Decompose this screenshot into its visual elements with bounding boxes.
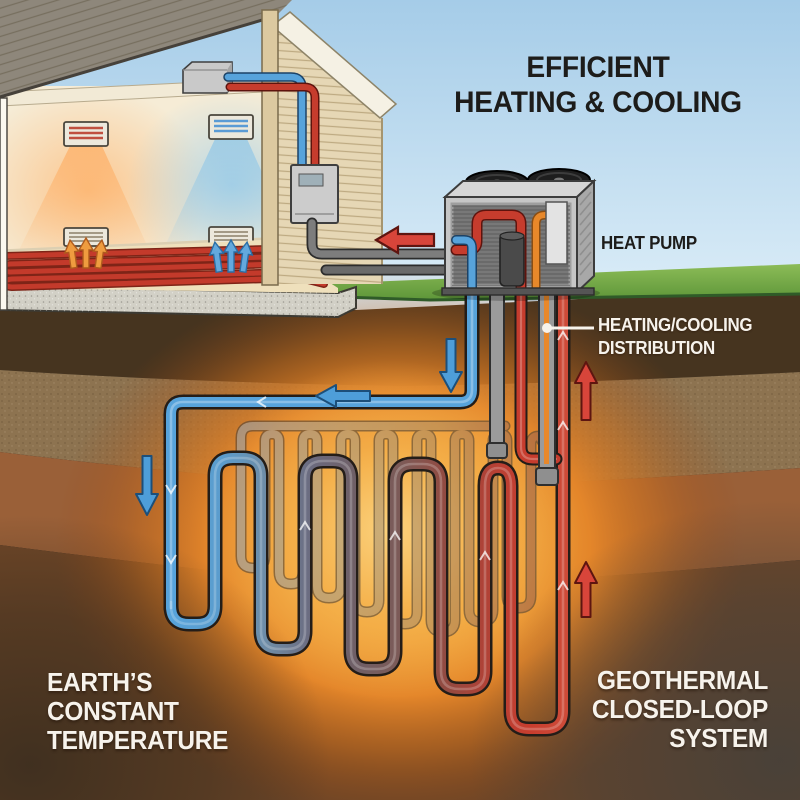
corner-post	[261, 9, 279, 286]
house	[0, 0, 456, 319]
geothermal-system-label: GEOTHERMAL CLOSED-LOOP SYSTEM	[591, 665, 768, 753]
house-riser-pipes	[223, 72, 320, 177]
heat-pump-unit	[432, 168, 600, 301]
flow-arrows	[135, 338, 598, 618]
flow-to-house-arrow	[373, 225, 436, 255]
interior-room	[0, 85, 337, 295]
warm-supply-vent	[63, 121, 109, 147]
flow-chevrons	[165, 330, 569, 591]
cool-supply-vent	[208, 114, 254, 140]
roof	[0, 0, 292, 99]
warm-air-cone	[18, 146, 150, 252]
wall-cross-section	[0, 97, 8, 311]
loop-flow-left-arrow	[315, 384, 371, 408]
supply-down-arrow-center	[439, 338, 463, 393]
title-line-1: EFFICIENT	[526, 51, 670, 84]
cabinet-top	[442, 180, 597, 198]
cool-air-arrows	[208, 238, 254, 274]
casing-left	[486, 285, 508, 459]
return-up-arrow-bottom	[574, 561, 598, 618]
return-up-arrow-top	[574, 361, 598, 421]
loop-supply-pipe	[166, 283, 477, 613]
casing-distribution	[535, 280, 559, 486]
loop-serpentine-pipe	[166, 283, 568, 734]
warm-air-arrows	[63, 236, 109, 270]
earth-temperature-label: EARTH’S CONSTANT TEMPERATURE	[47, 667, 229, 755]
return-branch-pipe	[514, 281, 563, 466]
fascia-board	[270, 11, 398, 119]
control-panel-box	[290, 164, 339, 224]
loop-front-row	[163, 280, 571, 737]
supply-down-arrow-left	[135, 455, 159, 516]
heat-pump-label: HEAT PUMP	[601, 233, 697, 253]
vignette-bottom-left	[0, 515, 330, 800]
ground-conduits	[306, 217, 456, 276]
electrical-panel	[545, 201, 568, 265]
cabinet-interior	[450, 201, 572, 296]
distribution-leader	[542, 323, 594, 333]
title-line-2: HEATING & COOLING	[454, 86, 742, 119]
distribution-label: HEATING/COOLING DISTRIBUTION	[598, 315, 753, 358]
compressor	[499, 231, 525, 287]
page-title: EFFICIENT HEATING & COOLING	[448, 50, 749, 120]
cabinet-base	[441, 287, 595, 296]
loop-back-row	[235, 420, 552, 638]
